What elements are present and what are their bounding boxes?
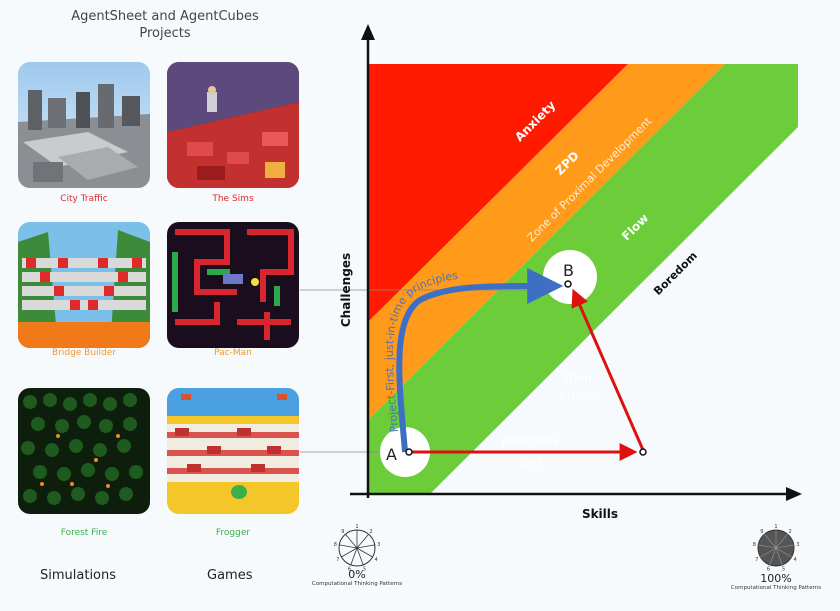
patterns-wheel-empty-icon (338, 529, 376, 567)
point-b-label: B (563, 261, 574, 280)
wheel-number: 4 (375, 557, 378, 563)
patterns-end-pct: 100% (760, 572, 792, 585)
wheel-number: 3 (796, 542, 799, 548)
project-caption: Bridge Builder (51, 348, 117, 358)
category-label-simulations: Simulations (40, 568, 117, 583)
project-first-path (396, 267, 564, 453)
wheel-number: 2 (789, 529, 792, 535)
projects-title-line2: Projects (139, 26, 191, 41)
project-caption: The Sims (212, 194, 254, 204)
wheel-number: 8 (753, 542, 756, 548)
wheel-number: 2 (370, 529, 373, 535)
then-label-line1: then (564, 371, 591, 385)
project-caption: Forest Fire (60, 528, 108, 538)
wheel-number: 6 (767, 567, 770, 573)
project-caption: Pac-Man (214, 348, 252, 358)
projects-title-line1: AgentSheet and AgentCubes (71, 9, 259, 24)
wheel-number: 3 (377, 542, 380, 548)
projects-title: AgentSheet and AgentCubes Projects (20, 8, 310, 42)
category-label-games: Games (207, 568, 253, 583)
city-traffic-thumbnail[interactable] (18, 62, 150, 188)
principles-label-line2: first (518, 456, 542, 470)
wheel-number: 9 (760, 529, 763, 535)
wheel-number: 4 (794, 557, 797, 563)
wheel-number: 7 (336, 557, 339, 563)
point-a-label: A (386, 445, 397, 464)
wheel-number: 1 (774, 524, 777, 530)
principles-label-line1: principles (501, 433, 559, 447)
wheel-number: 5 (363, 567, 366, 573)
wheel-number: 8 (334, 542, 337, 548)
project-caption: Frogger (215, 528, 251, 538)
patterns-caption-end: Computational Thinking Patterns (730, 585, 822, 591)
pacman-thumbnail[interactable] (167, 222, 299, 348)
project-caption: City Traffic (60, 194, 108, 204)
wheel-number: 6 (348, 567, 351, 573)
patterns-start-pct: 0% (348, 568, 366, 581)
bridge-builder-thumbnail[interactable] (18, 222, 150, 348)
y-axis-label: Challenges (339, 253, 353, 327)
frogger-thumbnail[interactable] (167, 388, 299, 514)
wheel-number: 7 (755, 557, 758, 563)
x-axis-label: Skills (582, 507, 618, 521)
forest-fire-thumbnail[interactable] (18, 388, 150, 514)
then-label-line2: project (559, 389, 601, 403)
patterns-caption-start: Computational Thinking Patterns (311, 581, 403, 587)
wheel-number: 9 (341, 529, 344, 535)
patterns-wheel-full-icon (757, 529, 795, 567)
sims-thumbnail[interactable] (167, 62, 299, 188)
then-project-path (571, 288, 645, 451)
wheel-number: 1 (355, 524, 358, 530)
wheel-number: 5 (782, 567, 785, 573)
